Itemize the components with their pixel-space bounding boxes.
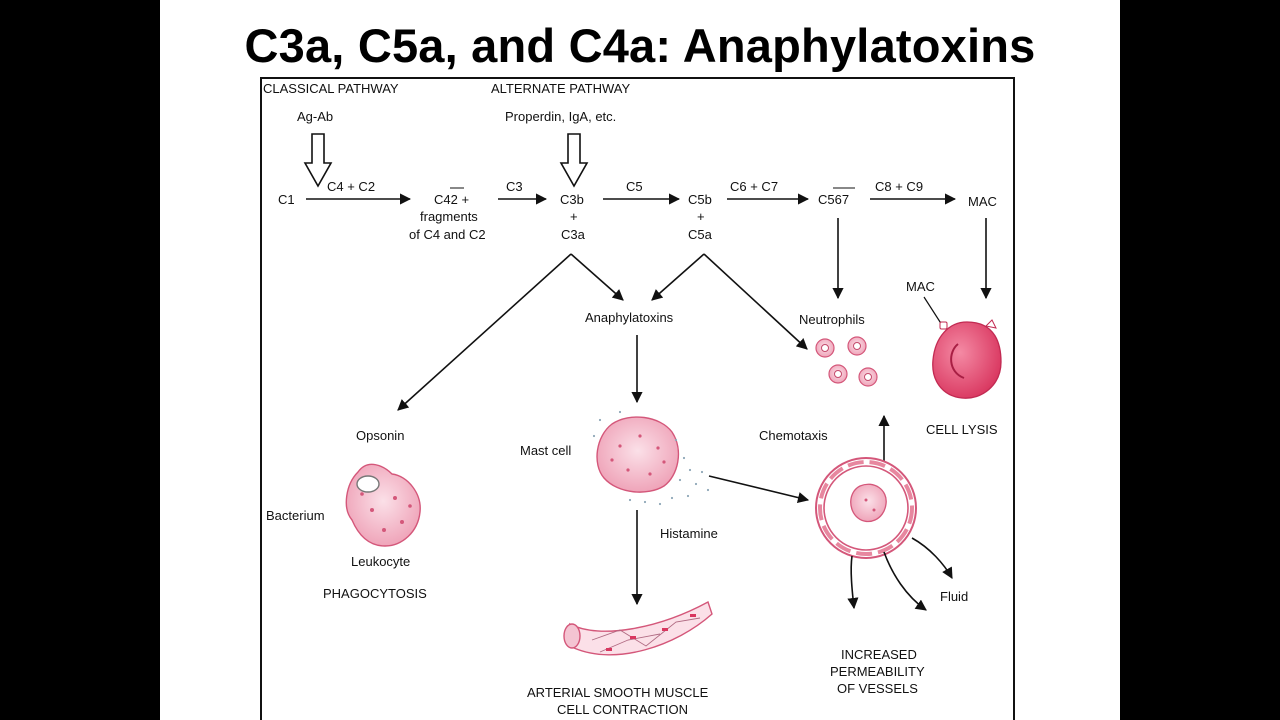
c3a-label: C3a xyxy=(561,227,586,242)
alternate-pathway-label: ALTERNATE PATHWAY xyxy=(491,81,630,96)
lysing-red-cell-icon xyxy=(932,319,1002,399)
mast-cell-label: Mast cell xyxy=(520,443,571,458)
neutrophils-label: Neutrophils xyxy=(799,312,865,327)
mast-cell-icon xyxy=(596,416,680,493)
arrow-c3a-anaphylatoxins xyxy=(570,253,624,301)
mac-pointer-label: MAC xyxy=(906,279,935,294)
alternate-hollow-arrow-icon xyxy=(559,133,589,188)
classical-pathway-label: CLASSICAL PATHWAY xyxy=(263,81,399,96)
arrow-fluid-2 xyxy=(883,551,927,611)
c567-label: C567 xyxy=(818,192,849,207)
histamine-granules-icon xyxy=(592,410,710,506)
leukocyte-label: Leukocyte xyxy=(351,554,410,569)
fluid-label: Fluid xyxy=(940,589,968,604)
c42-label: C42 + xyxy=(434,192,469,207)
permeability-line-1: INCREASED xyxy=(841,647,917,662)
permeability-line-2: PERMEABILITY xyxy=(830,664,925,679)
histamine-label: Histamine xyxy=(660,526,718,541)
opsonin-label: Opsonin xyxy=(356,428,404,443)
c8-c9-step: C8 + C9 xyxy=(875,179,923,194)
c3-step: C3 xyxy=(506,179,523,194)
c1-label: C1 xyxy=(278,192,295,207)
permeability-line-3: OF VESSELS xyxy=(837,681,918,696)
cell-lysis-label: CELL LYSIS xyxy=(926,422,998,437)
c5-step: C5 xyxy=(626,179,643,194)
leukocyte-icon xyxy=(345,463,421,547)
diagram-frame xyxy=(260,77,1015,720)
properdin-label: Properdin, IgA, etc. xyxy=(505,109,616,124)
arrow-c5a-anaphylatoxins xyxy=(651,253,705,301)
anaphylatoxins-label: Anaphylatoxins xyxy=(585,310,674,325)
c3b-label: C3b xyxy=(560,192,584,207)
arrow-histamine-vessel xyxy=(708,475,810,504)
arrow-fluid-3 xyxy=(911,537,953,579)
c5a-label: C5a xyxy=(688,227,713,242)
ag-ab-label: Ag-Ab xyxy=(297,109,333,124)
muscle-line-1: ARTERIAL SMOOTH MUSCLE xyxy=(527,685,709,700)
slide-title: C3a, C5a, and C4a: Anaphylatoxins xyxy=(244,19,1036,72)
c42-fragments-of: of C4 and C2 xyxy=(409,227,486,242)
c42-fragments: fragments xyxy=(420,209,478,224)
neutrophil-cluster-icon xyxy=(815,336,878,387)
blood-vessel-cross-section-icon xyxy=(815,457,917,559)
arrow-c5a-neutrophils xyxy=(703,253,808,350)
plus-1: + xyxy=(570,209,578,224)
phagocytosis-label: PHAGOCYTOSIS xyxy=(323,586,427,601)
plus-2: + xyxy=(697,209,705,224)
mac-label: MAC xyxy=(968,194,997,209)
chemotaxis-label: Chemotaxis xyxy=(759,428,828,443)
bacterium-icon xyxy=(356,475,380,493)
bacterium-label: Bacterium xyxy=(266,508,325,523)
c6-c7-step: C6 + C7 xyxy=(730,179,778,194)
mac-pointer-line xyxy=(923,296,943,326)
classical-hollow-arrow-icon xyxy=(303,133,333,188)
arrow-fluid-1 xyxy=(847,555,859,610)
smooth-muscle-vessel-icon xyxy=(563,600,713,656)
muscle-line-2: CELL CONTRACTION xyxy=(557,702,688,717)
arrow-c3a-opsonin xyxy=(397,253,572,411)
c5b-label: C5b xyxy=(688,192,712,207)
c4-c2-step: C4 + C2 xyxy=(327,179,375,194)
